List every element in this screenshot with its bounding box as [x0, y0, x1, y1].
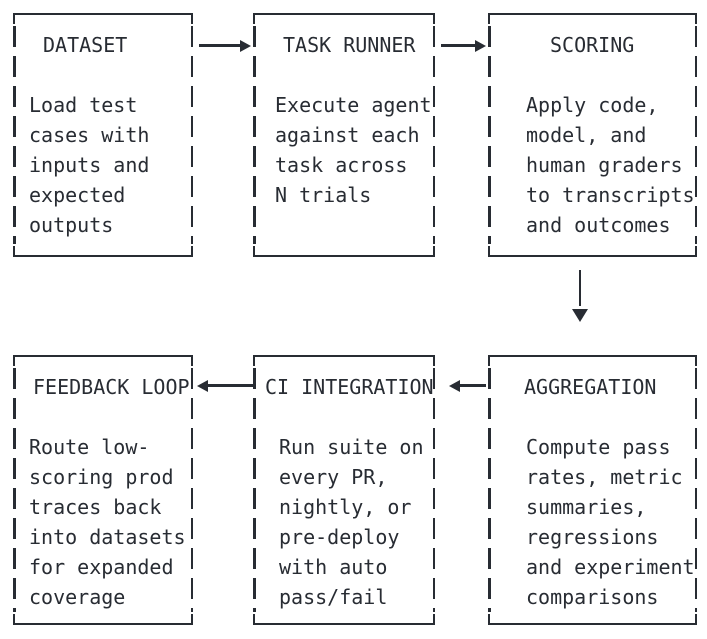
- arrowhead-right-icon: [475, 39, 486, 52]
- arrow-task-runner-to-scoring: [441, 39, 486, 52]
- box-body-scoring: Apply code, model, and human graders to …: [526, 93, 695, 237]
- box-bottom-border: [253, 246, 435, 257]
- box-right-border: [432, 368, 435, 612]
- box-body-dataset: Load test cases with inputs and expected…: [29, 93, 150, 237]
- box-bottom-border: [253, 614, 435, 625]
- box-body-feedback-loop: Route low- scoring prod traces back into…: [29, 435, 186, 609]
- box-left-border: [253, 368, 256, 612]
- arrow-ci-integration-to-feedback-loop: [197, 379, 253, 392]
- box-left-border: [253, 26, 256, 244]
- box-top-border: [488, 13, 697, 24]
- box-right-border: [694, 26, 697, 244]
- box-body-task-runner: Execute agent against each task across N…: [275, 93, 432, 207]
- arrow-shaft: [460, 384, 486, 387]
- box-top-border: [488, 355, 697, 366]
- arrow-shaft: [208, 384, 253, 387]
- box-title-task-runner: TASK RUNNER: [283, 33, 416, 57]
- box-title-aggregation: AGGREGATION: [524, 375, 657, 399]
- box-title-ci-integration: CI INTEGRATION: [265, 375, 434, 399]
- box-right-border: [694, 368, 697, 612]
- box-title-feedback-loop: FEEDBACK LOOP: [33, 375, 190, 399]
- box-right-border: [190, 26, 193, 244]
- arrow-shaft: [199, 44, 240, 47]
- box-left-border: [488, 26, 491, 244]
- box-bottom-border: [488, 614, 697, 625]
- box-top-border: [253, 355, 435, 366]
- box-top-border: [13, 355, 193, 366]
- box-bottom-border: [13, 246, 193, 257]
- box-left-border: [13, 26, 16, 244]
- arrowhead-left-icon: [197, 379, 208, 392]
- box-bottom-border: [488, 246, 697, 257]
- box-bottom-border: [13, 614, 193, 625]
- box-left-border: [488, 368, 491, 612]
- box-top-border: [13, 13, 193, 24]
- box-left-border: [13, 368, 16, 612]
- arrowhead-down-icon: [572, 309, 588, 322]
- box-scoring: SCORING Apply code, model, and human gra…: [488, 13, 697, 257]
- arrowhead-right-icon: [240, 39, 251, 52]
- box-title-dataset: DATASET: [43, 33, 128, 57]
- box-right-border: [190, 368, 193, 612]
- arrow-aggregation-to-ci-integration: [449, 379, 486, 392]
- box-body-ci-integration: Run suite on every PR, nightly, or pre-d…: [279, 435, 424, 609]
- arrow-scoring-to-aggregation: [572, 270, 588, 322]
- box-title-scoring: SCORING: [550, 33, 635, 57]
- box-body-aggregation: Compute pass rates, metric summaries, re…: [526, 435, 695, 609]
- box-dataset: DATASET Load test cases with inputs and …: [13, 13, 193, 257]
- arrowhead-left-icon: [449, 379, 460, 392]
- box-ci-integration: CI INTEGRATION Run suite on every PR, ni…: [253, 355, 435, 625]
- arrow-dataset-to-task-runner: [199, 39, 251, 52]
- arrow-shaft: [441, 44, 475, 47]
- box-top-border: [253, 13, 435, 24]
- box-right-border: [432, 26, 435, 244]
- box-feedback-loop: FEEDBACK LOOP Route low- scoring prod tr…: [13, 355, 193, 625]
- box-task-runner: TASK RUNNER Execute agent against each t…: [253, 13, 435, 257]
- box-aggregation: AGGREGATION Compute pass rates, metric s…: [488, 355, 697, 625]
- arrow-shaft: [578, 270, 582, 306]
